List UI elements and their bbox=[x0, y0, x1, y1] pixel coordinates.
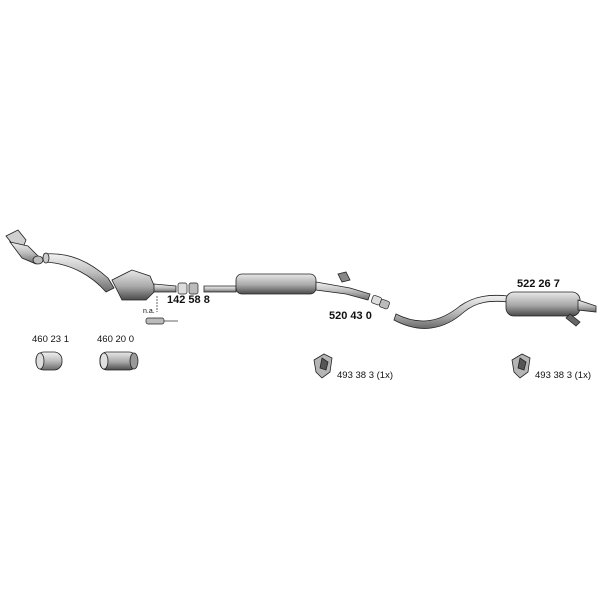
rubber-mount-left bbox=[313, 353, 333, 379]
rear-silencer bbox=[505, 291, 597, 327]
label-sensor-note: n.a. bbox=[143, 308, 155, 315]
lambda-sensor bbox=[145, 296, 178, 325]
label-460-23-1: 460 23 1 bbox=[32, 334, 69, 345]
rear-pipe bbox=[393, 294, 509, 329]
gasket-460-20-0 bbox=[99, 351, 139, 371]
rubber-mount-right bbox=[511, 353, 531, 379]
label-520-43-0: 520 43 0 bbox=[329, 310, 372, 322]
label-493-38-3-left: 493 38 3 (1x) bbox=[337, 370, 393, 381]
front-pipe bbox=[42, 252, 115, 293]
manifold-flange bbox=[5, 229, 44, 265]
label-142-58-8: 142 58 8 bbox=[167, 294, 210, 306]
label-493-38-3-right: 493 38 3 (1x) bbox=[535, 370, 591, 381]
middle-silencer bbox=[203, 271, 371, 301]
rear-pipe-joint bbox=[371, 295, 390, 310]
label-460-20-0: 460 20 0 bbox=[97, 334, 134, 345]
label-522-26-7: 522 26 7 bbox=[517, 278, 560, 290]
catalytic-converter bbox=[111, 269, 177, 301]
gasket-460-23-1 bbox=[35, 351, 63, 371]
downpipe-joint bbox=[177, 282, 199, 295]
